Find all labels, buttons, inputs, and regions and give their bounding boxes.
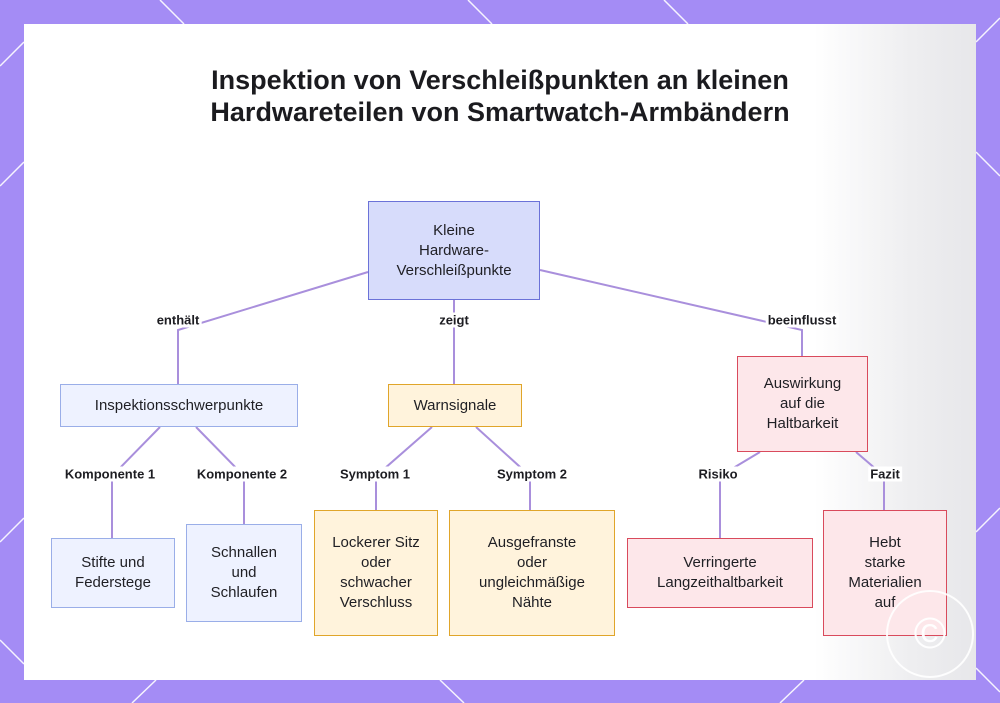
link-root-impact — [540, 270, 802, 356]
node-buckles: Schnallen und Schlaufen — [186, 524, 302, 622]
node-reduced-durability: Verringerte Langzeithaltbarkeit — [627, 538, 813, 608]
node-pins: Stifte und Federstege — [51, 538, 175, 608]
edge-label-component-1: Komponente 1 — [63, 467, 157, 482]
edge-label-symptom-1: Symptom 1 — [338, 467, 412, 482]
node-durability-impact: Auswirkung auf die Haltbarkeit — [737, 356, 868, 452]
diagram-card: Inspektion von Verschleißpunkten an klei… — [24, 24, 976, 680]
link-impact-reduced — [720, 452, 760, 538]
edge-label-shows: zeigt — [437, 313, 471, 328]
link-focus-pins — [112, 427, 160, 538]
link-root-focus — [178, 272, 368, 384]
edge-label-component-2: Komponente 2 — [195, 467, 289, 482]
circle-c-logo-icon: © — [886, 590, 974, 678]
node-loose-fit: Lockerer Sitz oder schwacher Verschluss — [314, 510, 438, 636]
edge-label-conclusion: Fazit — [868, 467, 902, 482]
edge-label-affects: beeinflusst — [766, 313, 839, 328]
edge-label-contains: enthält — [155, 313, 202, 328]
node-root: Kleine Hardware-Verschleißpunkte — [368, 201, 540, 300]
edge-label-risk: Risiko — [696, 467, 739, 482]
node-inspection-focus: Inspektionsschwerpunkte — [60, 384, 298, 427]
node-warning-signals: Warnsignale — [388, 384, 522, 427]
node-frayed-seams: Ausgefranste oder ungleichmäßige Nähte — [449, 510, 615, 636]
edge-label-symptom-2: Symptom 2 — [495, 467, 569, 482]
